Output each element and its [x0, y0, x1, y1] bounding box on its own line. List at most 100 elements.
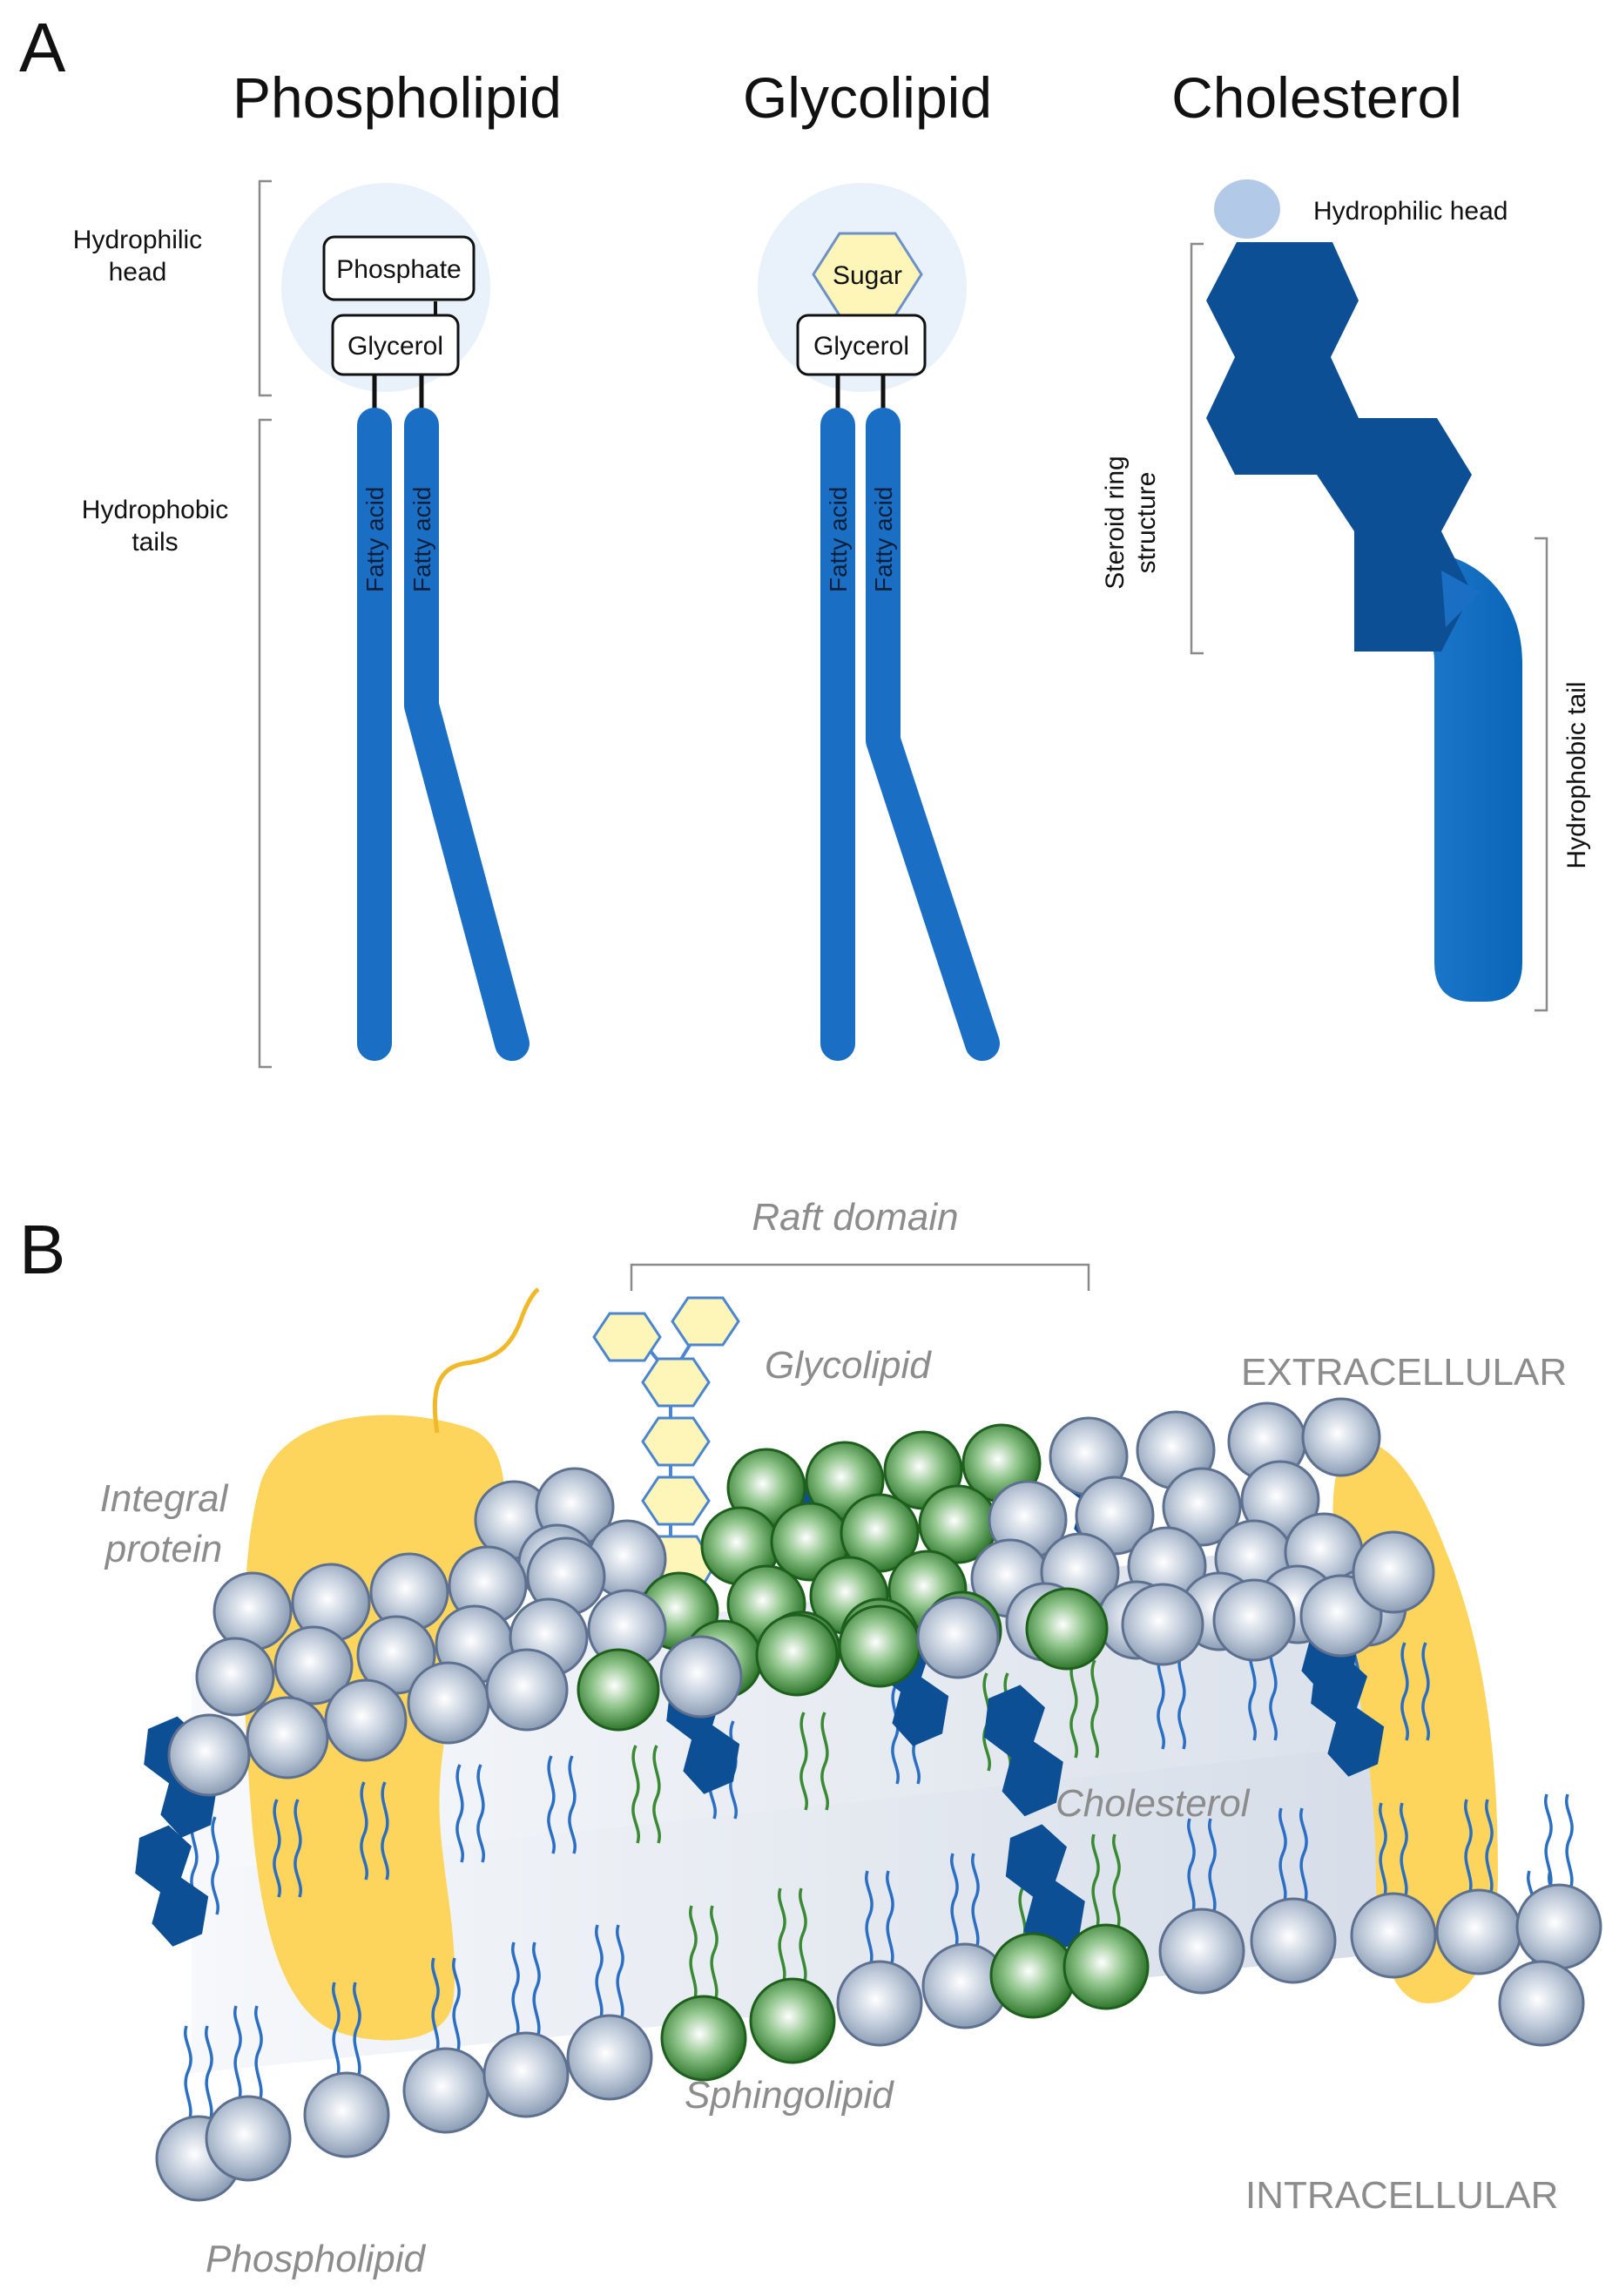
phospholipid-head	[167, 1713, 251, 1797]
lipid-tail	[205, 2025, 213, 2124]
phospholipid-head	[916, 1596, 1000, 1679]
lipid-tail	[1485, 1799, 1494, 1898]
cholesterol-title: Cholesterol	[1171, 65, 1462, 130]
lipid-tail	[1299, 1807, 1308, 1907]
lipid-tail	[652, 1745, 661, 1844]
lipid-tail	[971, 1853, 980, 1952]
sphingolipid-head	[838, 1604, 921, 1688]
glycolipid-glycerol-label: Glycerol	[813, 332, 909, 361]
glycolipid-title: Glycolipid	[743, 65, 992, 130]
cholesterol-molecule	[1005, 1824, 1085, 1956]
hydrophobic-tail-label: Hydrophobic tail	[1562, 681, 1591, 868]
cholesterol-structure: Cholesterol Hydrophilic head Steroid rin…	[1101, 65, 1591, 1012]
lipid-tail	[1464, 1799, 1473, 1898]
lipid-tail	[431, 1957, 440, 2056]
lipid-tail	[455, 1764, 464, 1863]
hydrophobic-tails-label-line1: Hydrophobic	[82, 496, 228, 524]
lipid-tail	[273, 1799, 281, 1898]
hydrophilic-head-label-line2: head	[109, 258, 167, 287]
phospholipid-head	[485, 1648, 569, 1732]
phospholipid-label-b: Phospholipid	[206, 2238, 426, 2280]
extracellular-label: EXTRACELLULAR	[1241, 1351, 1567, 1394]
phosphate-label: Phosphate	[336, 255, 461, 284]
fatty-acid-label-2: Fatty acid	[408, 487, 435, 592]
cholesterol-molecule	[1311, 1655, 1385, 1777]
lipid-tail	[1400, 1802, 1408, 1901]
sphingolipid-head	[989, 1932, 1076, 2019]
integral-protein-tail	[432, 1287, 540, 1434]
lipid-tail	[799, 1887, 807, 1987]
lipid-tail	[886, 1870, 894, 1969]
glycerol-label: Glycerol	[347, 332, 443, 361]
lipid-tails	[184, 1633, 1574, 2124]
sphingolipid-head	[577, 1648, 660, 1732]
lipid-tail	[547, 1755, 556, 1854]
lipid-tail	[211, 1816, 219, 1915]
lipid-tail	[778, 1887, 786, 1987]
intracellular-label: INTRACELLULAR	[1245, 2174, 1558, 2217]
hydrophilic-head-label-line1: Hydrophilic	[73, 226, 202, 254]
hydrophobic-tails-bracket	[258, 418, 272, 1069]
panel-a-letter: A	[19, 9, 66, 86]
lipid-tail	[476, 1764, 485, 1863]
glycolipid-structure: Glycolipid Fatty acid Fatty acid Sugar G…	[743, 65, 1000, 1061]
lipid-tail	[631, 1745, 640, 1844]
sugar-unit	[641, 1416, 711, 1467]
lipid-tail	[1208, 1818, 1217, 1917]
sugar-unit	[592, 1312, 662, 1362]
integral-protein-label-line2: protein	[104, 1528, 223, 1570]
phospholipid-head	[1352, 1530, 1435, 1614]
glycolipid-label-b: Glycolipid	[765, 1344, 932, 1387]
phospholipid-head	[1435, 1888, 1522, 1975]
lipid-tail	[1187, 1818, 1196, 1917]
fatty-acid-tail-2	[404, 408, 530, 1061]
sphingolipid-head	[1025, 1587, 1109, 1671]
lipid-tail	[1091, 1833, 1100, 1933]
lipid-tail	[532, 1941, 541, 2041]
lipid-tail	[1421, 1642, 1430, 1741]
sphingolipid-label: Sphingolipid	[685, 2074, 894, 2117]
phospholipid-head	[1121, 1583, 1204, 1666]
steroid-ring-label-line1: Steroid ring	[1101, 456, 1130, 589]
lipid-tail	[511, 1941, 520, 2041]
glycolipid-fatty-acid-label-2: Fatty acid	[870, 487, 897, 592]
phospholipid-head	[303, 2071, 390, 2158]
glycolipid-fatty-acid-tail-2	[866, 408, 1000, 1061]
lipid-tail	[1090, 1659, 1099, 1759]
phospholipid-head	[402, 2047, 489, 2134]
phospholipid-structure: Phospholipid Hydrophilic head Hydrophobi…	[73, 65, 562, 1069]
phospholipid-head	[407, 1661, 490, 1745]
lipid-heads	[155, 1397, 1602, 2202]
lipid-tail	[891, 1685, 900, 1785]
panel-b-letter: B	[19, 1211, 65, 1288]
hydrophilic-head-bracket	[258, 179, 272, 397]
lipid-tail	[1379, 1802, 1387, 1901]
lipid-tail	[1069, 1659, 1078, 1759]
lipid-tail	[1157, 1651, 1165, 1750]
fatty-acid-label-1: Fatty acid	[361, 487, 388, 592]
phospholipid-head	[1212, 1578, 1296, 1662]
cholesterol-molecule	[983, 1685, 1063, 1817]
lipid-tail	[865, 1870, 874, 1969]
lipid-tail	[616, 1924, 624, 2023]
phospholipid-head	[1301, 1397, 1381, 1477]
phospholipid-head	[566, 2014, 653, 2101]
lipid-tail	[689, 1905, 698, 2004]
phospholipid-head	[1498, 1960, 1585, 2047]
cholesterol-tail-shape	[1411, 550, 1522, 1002]
phospholipid-head	[1350, 1892, 1437, 1979]
phospholipid-head	[836, 1960, 923, 2047]
glycolipid-glycerol-box	[796, 314, 927, 376]
phospholipid-head	[324, 1678, 408, 1762]
lipid-tail	[1269, 1642, 1278, 1741]
phospholipid-title: Phospholipid	[233, 65, 562, 130]
lipid-tail	[1278, 1807, 1287, 1907]
phospholipid-head	[273, 1625, 354, 1705]
sugar-unit	[641, 1476, 711, 1526]
cholesterol-head-label: Hydrophilic head	[1313, 197, 1508, 226]
integral-protein-label-line1: Integral	[100, 1477, 229, 1520]
sphingolipid-head	[660, 1995, 747, 2082]
steroid-ring-label-line2: structure	[1132, 472, 1161, 574]
lipid-tail	[1112, 1833, 1121, 1933]
cholesterol-molecule	[135, 1825, 209, 1947]
